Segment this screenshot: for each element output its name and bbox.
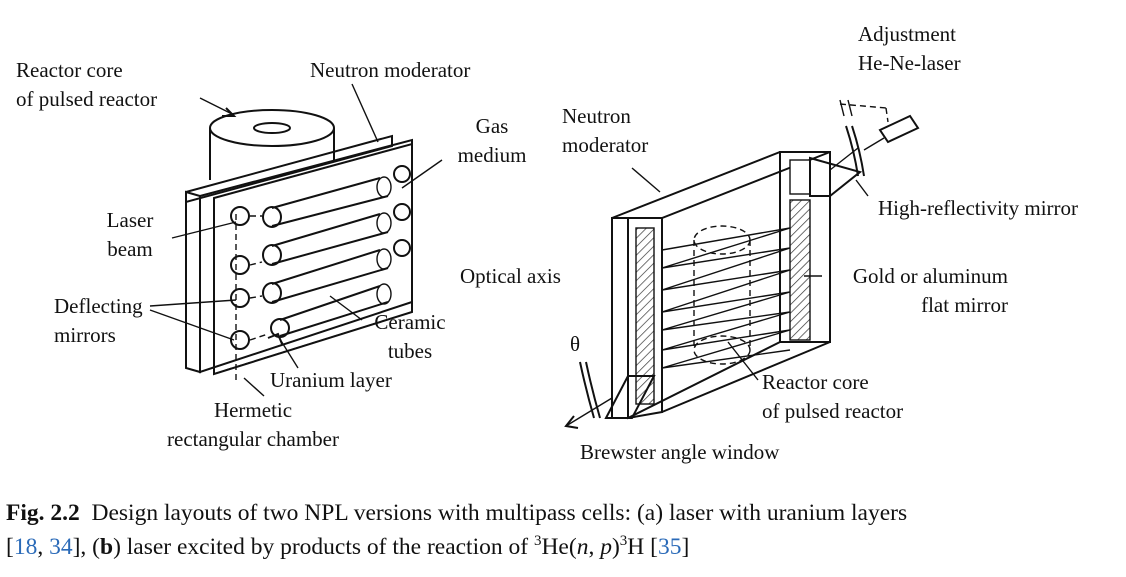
caption-bracket: [ (6, 534, 14, 560)
caption-h: H [ (627, 534, 658, 560)
label-hermetic-chamber: Hermetic rectangular chamber (167, 398, 339, 451)
caption-end: ] (681, 534, 690, 560)
label-adjustment-laser: Adjustment He-Ne-laser (858, 22, 961, 75)
caption-p: p (600, 534, 612, 560)
caption-figure-label: Fig. 2.2 (6, 500, 80, 526)
label-neutron-moderator-a: Neutron moderator (310, 58, 471, 82)
citation-link-35[interactable]: 35 (657, 534, 682, 560)
panel-a-windows (230, 165, 411, 350)
caption-b-label: b (99, 534, 114, 560)
panel-b-drawing (564, 99, 920, 429)
label-neutron-moderator-b: Neutron moderator (562, 104, 649, 157)
caption-sup-a: 3 (533, 533, 542, 550)
caption-text-1: Design layouts of two NPL versions with … (91, 500, 908, 526)
label-gas-medium: Gas medium (457, 114, 527, 167)
caption-he: He( (541, 534, 577, 560)
label-reactor-core-b: Reactor core of pulsed reactor (762, 370, 904, 423)
label-uranium-layer: Uranium layer (270, 368, 392, 392)
caption-comma: , (588, 534, 601, 560)
label-theta: θ (570, 332, 581, 356)
caption-close: ) (611, 534, 620, 560)
label-reactor-core-a: Reactor core of pulsed reactor (16, 58, 158, 111)
label-optical-axis: Optical axis (460, 264, 561, 288)
panel-a-drawing (149, 83, 443, 397)
citation-link-34[interactable]: 34 (49, 534, 73, 560)
label-laser-beam: Laser beam (106, 208, 154, 261)
panel-a-ceramic-tubes (262, 176, 392, 338)
caption-text-2: ], ( (72, 534, 100, 560)
figure-caption: Fig. 2.2 Design layouts of two NPL versi… (6, 496, 1122, 564)
caption-n: n (576, 534, 589, 560)
label-ceramic-tubes: Ceramic tubes (374, 310, 446, 363)
caption-sep: , (37, 534, 50, 560)
label-high-reflectivity-mirror: High-reflectivity mirror (878, 196, 1079, 220)
citation-link-18[interactable]: 18 (13, 534, 38, 560)
figure: Reactor core of pulsed reactor Neutron m… (16, 22, 1079, 464)
label-deflecting-mirrors: Deflecting mirrors (54, 294, 143, 347)
caption-sup-b: 3 (619, 533, 628, 550)
diagram-drawing (149, 83, 920, 429)
label-flat-mirror: Gold or aluminum flat mirror (852, 264, 1008, 317)
label-brewster-window: Brewster angle window (580, 440, 780, 464)
caption-text-3: ) laser excited by products of the react… (113, 534, 534, 560)
panel-a-leaders (149, 83, 443, 397)
